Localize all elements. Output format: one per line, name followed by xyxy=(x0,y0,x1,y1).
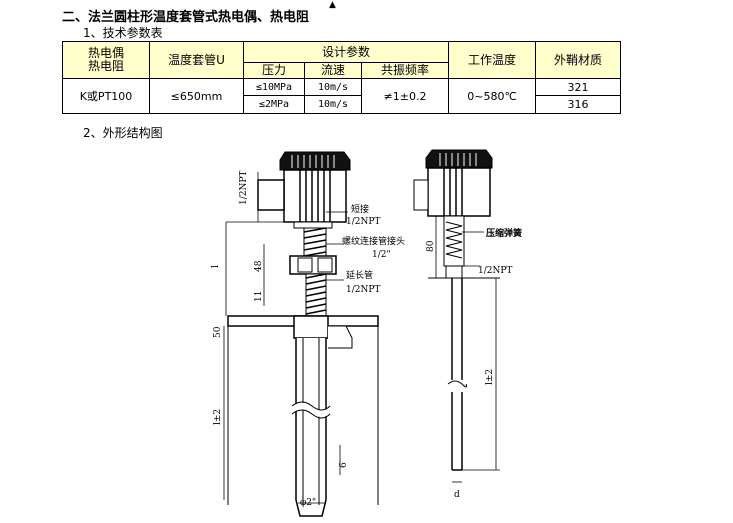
subsection-params-title: 1、技术参数表 xyxy=(83,26,163,40)
cable-entry-shape xyxy=(257,179,285,211)
dim-tip: 6 xyxy=(339,462,349,468)
cell-flow-2: 10m/s xyxy=(304,95,362,114)
right-drawing-labels: 80 压缩弹簧 1/2NPT l±2 d xyxy=(426,227,522,500)
dim-d: d xyxy=(454,490,460,500)
dim-50: 50 xyxy=(213,326,223,338)
dim-l: l xyxy=(211,265,221,268)
left-dimension-lines xyxy=(223,172,348,504)
label-extension-npt: 1/2NPT xyxy=(346,285,380,295)
cell-temp: 0~580℃ xyxy=(448,78,537,114)
label-npt-right: 1/2NPT xyxy=(478,266,512,276)
dim-11: 11 xyxy=(254,291,264,302)
head-body-shape xyxy=(283,169,347,223)
header-material: 外鞘材质 xyxy=(535,41,622,79)
right-dimension-lines xyxy=(435,216,500,483)
label-spring: 压缩弹簧 xyxy=(486,227,522,239)
subsection-drawing-title: 2、外形结构图 xyxy=(83,126,163,140)
label-nipple-npt: 1/2NPT xyxy=(346,217,380,227)
right-head-cap-shape xyxy=(425,149,493,169)
left-drawing-labels: 1/2NPT 短接 1/2NPT 螺纹连接管接头 1/2" 延长管 1/2NPT… xyxy=(211,171,405,508)
label-union-size: 1/2" xyxy=(372,250,391,260)
scroll-marker-icon: ▲ xyxy=(329,0,336,10)
right-drawing xyxy=(413,149,500,483)
thermowell-shape xyxy=(295,338,327,517)
cell-pressure-2: ≤2MPa xyxy=(243,95,305,114)
dim-80: 80 xyxy=(426,240,436,252)
label-nipple: 短接 xyxy=(351,203,369,215)
tech-params-table: 热电偶 热电阻 温度套管U 设计参数 工作温度 外鞘材质 压力 流速 共振频率 … xyxy=(62,41,622,114)
head-cap-shape xyxy=(279,151,351,171)
right-head-body-shape xyxy=(427,167,491,217)
section-heading: 二、法兰圆柱形温度套管式热电偶、热电阻 xyxy=(62,10,310,25)
cell-sleeve: ≤650mm xyxy=(149,78,244,114)
cell-resonance: ≠1±0.2 xyxy=(360,78,450,114)
spring-shape xyxy=(445,221,463,259)
header-type: 热电偶 热电阻 xyxy=(62,41,150,79)
dim-l-pm2-right: l±2 xyxy=(485,369,495,385)
dim-l-pm2: l±2 xyxy=(213,409,223,425)
header-resonance: 共振频率 xyxy=(360,62,450,79)
header-design-params: 设计参数 xyxy=(242,41,450,63)
label-union: 螺纹连接管接头 xyxy=(342,235,405,247)
cell-material-2: 316 xyxy=(535,95,622,114)
header-flow: 流速 xyxy=(304,62,362,79)
dim-phi2: φ2" xyxy=(300,498,316,508)
dim-48: 48 xyxy=(254,260,264,272)
right-probe-shape xyxy=(451,278,463,471)
dim-npt-vertical: 1/2NPT xyxy=(239,171,249,205)
cell-type: K或PT100 xyxy=(62,78,150,114)
left-drawing xyxy=(223,151,379,517)
header-pressure: 压力 xyxy=(243,62,305,79)
header-sleeve: 温度套管U xyxy=(149,41,244,79)
label-extension: 延长管 xyxy=(346,269,373,281)
